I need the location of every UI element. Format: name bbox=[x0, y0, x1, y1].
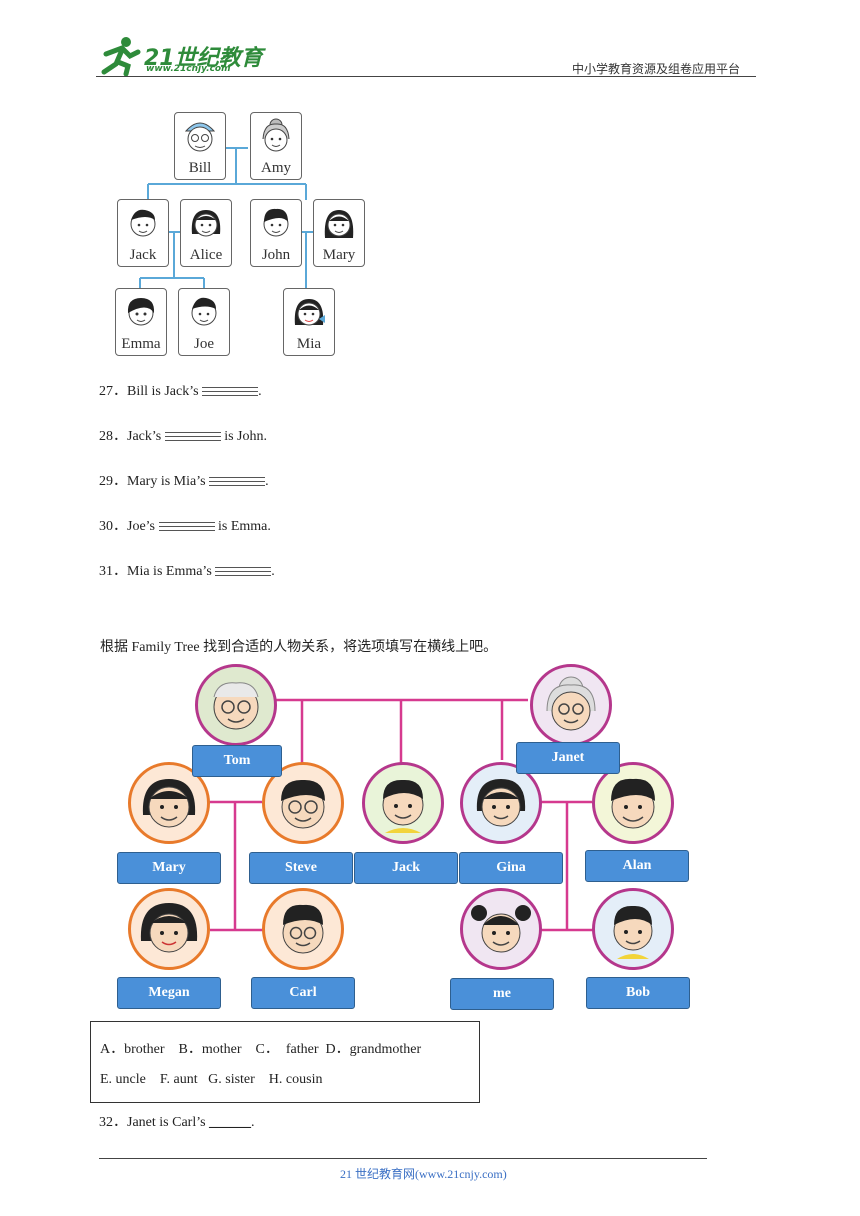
tree1-card-john: John bbox=[250, 199, 302, 267]
header-right-text: 中小学教育资源及组卷应用平台 bbox=[572, 62, 741, 76]
tree2-face-jack bbox=[362, 762, 444, 844]
tree1-card-joe: Joe bbox=[178, 288, 230, 356]
tree2-face-bob bbox=[592, 888, 674, 970]
question-27: 27．Bill is Jack’s . bbox=[99, 384, 262, 399]
bob-face-icon bbox=[613, 905, 653, 959]
tree1-name-john: John bbox=[261, 247, 291, 263]
tree2-label-janet: Janet bbox=[516, 742, 620, 774]
question-30: 30．Joe’s is Emma. bbox=[99, 519, 271, 534]
answer-blank-32[interactable]: ______ bbox=[209, 1115, 252, 1130]
tree1-name-mary: Mary bbox=[322, 247, 356, 263]
family-tree-2: Tom Janet Mary Steve Jack Gina Alan Mega… bbox=[110, 660, 710, 1010]
header: 21世纪教育 www.21cnjy.com 中小学教育资源及组卷应用平台 bbox=[0, 0, 860, 80]
joe-face-icon bbox=[191, 297, 217, 326]
answer-blank-30[interactable] bbox=[158, 519, 215, 534]
options-box: A．brother B．mother C． father D．grandmoth… bbox=[90, 1021, 480, 1103]
tree1-name-bill: Bill bbox=[188, 160, 212, 176]
logo-runner-icon bbox=[101, 37, 141, 76]
footer-divider bbox=[99, 1158, 707, 1159]
tree1-card-amy: Amy bbox=[250, 112, 302, 180]
tree2-label-tom: Tom bbox=[192, 745, 282, 777]
john-face-icon bbox=[263, 208, 289, 237]
tree2-label-jack: Jack bbox=[354, 852, 458, 884]
tree2-face-me bbox=[460, 888, 542, 970]
tree1-card-alice: Alice bbox=[180, 199, 232, 267]
tree2-label-carl: Carl bbox=[251, 977, 355, 1009]
answer-blank-31[interactable] bbox=[215, 564, 272, 579]
bill-face-icon bbox=[184, 122, 216, 152]
emma-face-icon bbox=[127, 298, 155, 326]
tree2-face-alan bbox=[592, 762, 674, 844]
steve-face-icon bbox=[281, 779, 325, 829]
question-28: 28．Jack’s is John. bbox=[99, 429, 268, 444]
tree2-label-gina: Gina bbox=[459, 852, 563, 884]
logo-main: 21世纪教育 bbox=[144, 46, 263, 71]
options-line-1: A．brother B．mother C． father D．grandmoth… bbox=[100, 1042, 422, 1057]
tree2-label-bob: Bob bbox=[586, 977, 690, 1009]
question-32: 32．Janet is Carl’s ______. bbox=[99, 1115, 255, 1130]
tree2-label-steve: Steve bbox=[249, 852, 353, 884]
mia-face-icon bbox=[294, 299, 325, 326]
mary2-face-icon bbox=[142, 779, 196, 828]
mary-face-icon bbox=[324, 210, 354, 238]
tree2-label-megan: Megan bbox=[117, 977, 221, 1009]
alan-face-icon bbox=[611, 778, 655, 829]
tree2-label-alan: Alan bbox=[585, 850, 689, 882]
answer-blank-29[interactable] bbox=[209, 474, 266, 489]
tree2-face-tom bbox=[195, 664, 277, 746]
tree1-card-mary: Mary bbox=[313, 199, 365, 267]
tree2-connectors bbox=[208, 698, 594, 932]
tree2-face-janet bbox=[530, 664, 612, 746]
tree1-name-alice: Alice bbox=[189, 247, 223, 263]
tree1-card-mia: Mia bbox=[283, 288, 335, 356]
logo-sub: www.21cnjy.com bbox=[146, 64, 231, 74]
question-31: 31．Mia is Emma’s . bbox=[99, 564, 275, 579]
header-divider bbox=[96, 76, 756, 77]
jack2-face-icon bbox=[382, 779, 424, 833]
options-line-2: E. uncle F. aunt G. sister H. cousin bbox=[100, 1072, 323, 1087]
megan-face-icon bbox=[140, 903, 198, 953]
tree1-name-mia: Mia bbox=[296, 336, 322, 352]
tree2-label-mary: Mary bbox=[117, 852, 221, 884]
tree1-name-amy: Amy bbox=[261, 160, 291, 176]
gina-face-icon bbox=[476, 779, 526, 827]
footer-text: 21 世纪教育网(www.21cnjy.com) bbox=[340, 1167, 507, 1181]
tree2-face-megan bbox=[128, 888, 210, 970]
alice-face-icon bbox=[191, 210, 221, 237]
tom-face-icon bbox=[213, 682, 259, 730]
answer-blank-27[interactable] bbox=[202, 384, 259, 399]
jack-face-icon bbox=[130, 209, 156, 237]
carl-face-icon bbox=[282, 904, 324, 954]
tree1-card-bill: Bill bbox=[174, 112, 226, 180]
family-tree-1: Bill Amy Jack Alice bbox=[110, 108, 370, 358]
answer-blank-28[interactable] bbox=[164, 429, 221, 444]
janet-face-icon bbox=[546, 676, 596, 731]
tree2-face-gina bbox=[460, 762, 542, 844]
tree1-name-joe: Joe bbox=[194, 336, 214, 352]
tree2-label-me: me bbox=[450, 978, 554, 1010]
tree1-name-emma: Emma bbox=[121, 336, 161, 352]
question-29: 29．Mary is Mia’s . bbox=[99, 474, 269, 489]
me-face-icon bbox=[471, 905, 531, 953]
tree2-face-carl bbox=[262, 888, 344, 970]
amy-face-icon bbox=[262, 118, 290, 152]
tree1-name-jack: Jack bbox=[129, 247, 157, 263]
tree1-card-emma: Emma bbox=[115, 288, 167, 356]
instruction-text: 根据 Family Tree 找到合适的人物关系，将选项填写在横线上吧。 bbox=[100, 640, 498, 655]
tree1-card-jack: Jack bbox=[117, 199, 169, 267]
